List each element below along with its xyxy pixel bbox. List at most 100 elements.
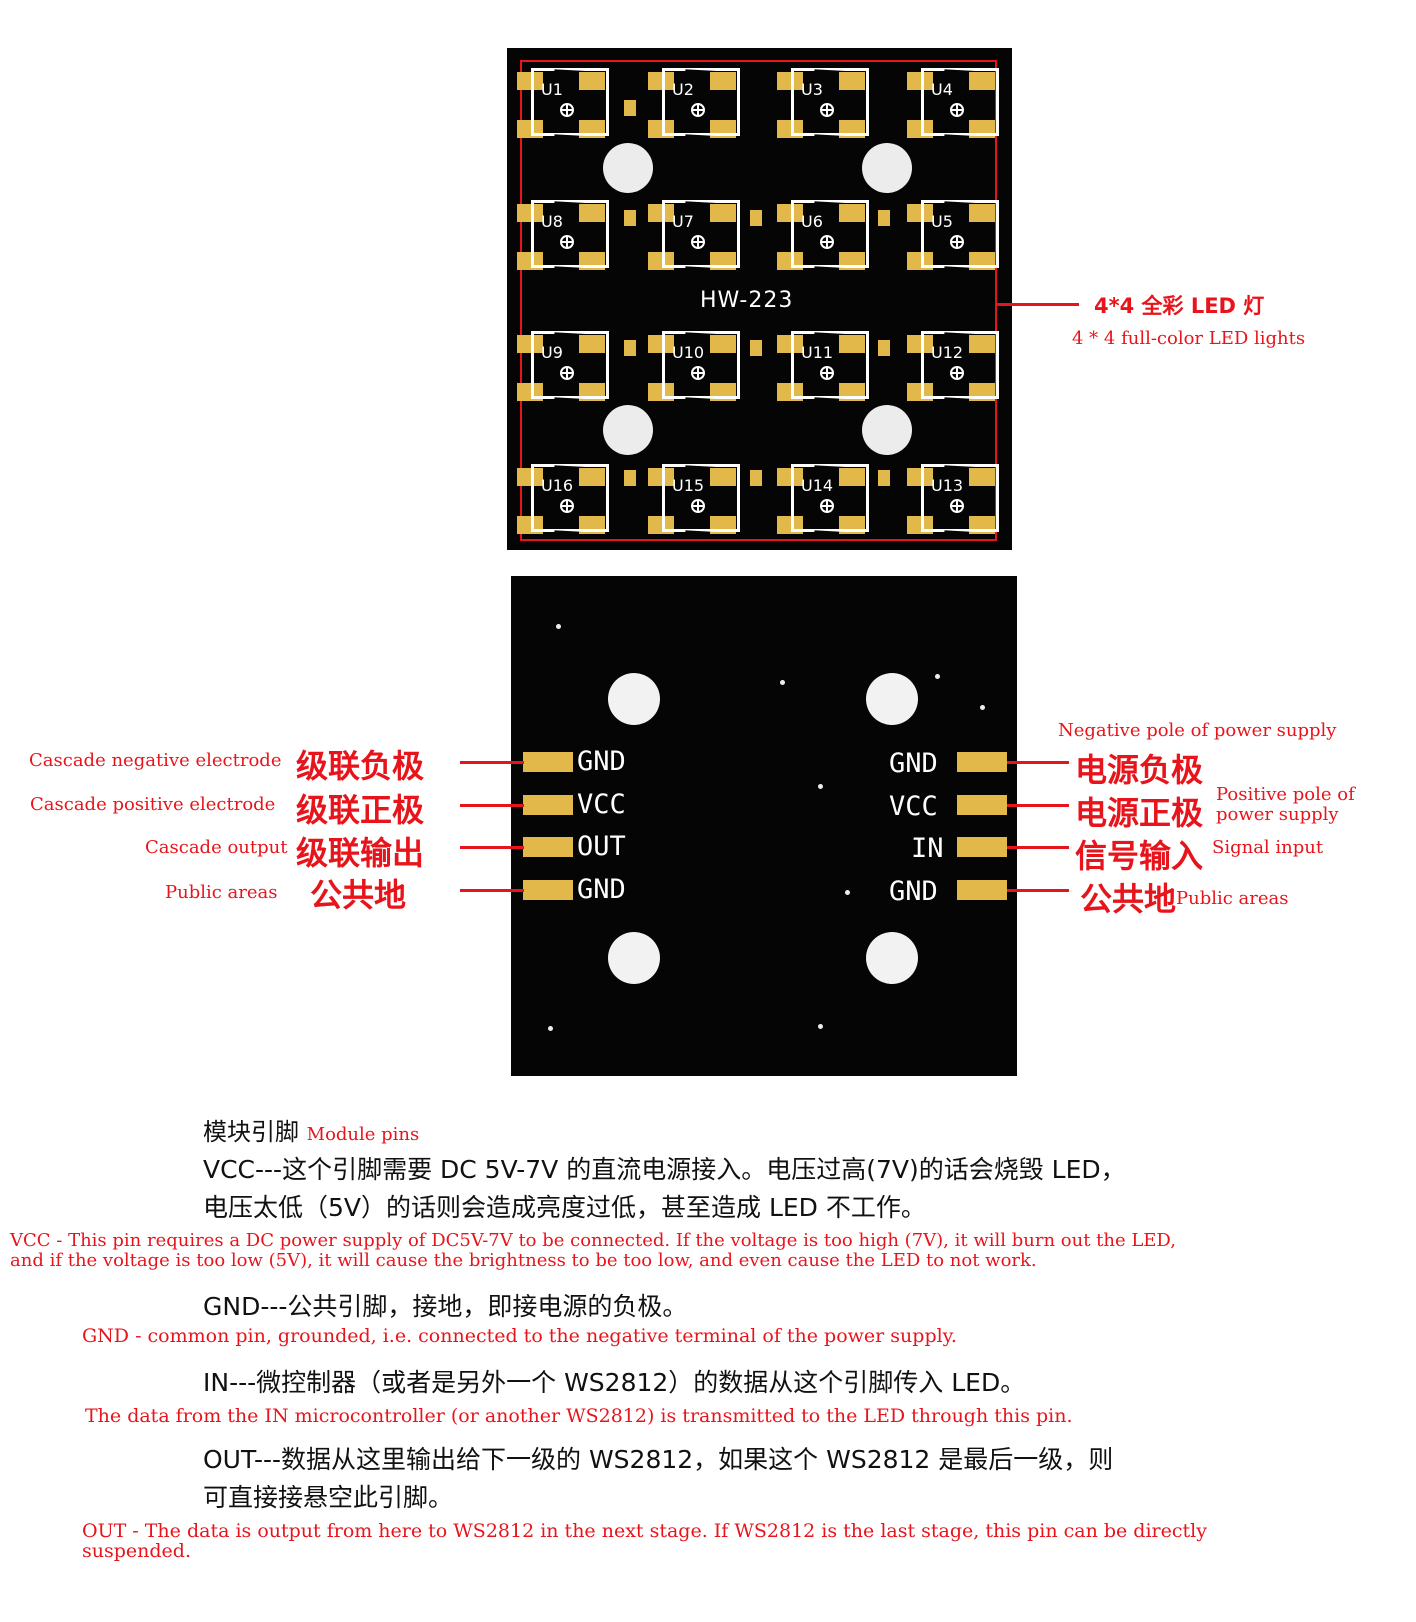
led-label: U16: [541, 476, 574, 495]
right-callout-cn: 电源正极: [1075, 794, 1204, 832]
vcc-desc-cn-line1: VCC---这个引脚需要 DC 5V-7V 的直流电源接入。电压过高(7V)的话…: [203, 1155, 1126, 1184]
capacitor-pad: [878, 470, 890, 486]
capacitor-pad: [624, 100, 636, 116]
led-footprint: [921, 464, 999, 532]
mounting-hole: [862, 405, 912, 455]
led-center-icon: [820, 366, 834, 380]
pin-pad: [957, 752, 1007, 772]
vcc-desc-cn-line2: 电压太低（5V）的话则会造成亮度过低，甚至造成 LED 不工作。: [203, 1193, 926, 1222]
out-desc-cn-line2: 可直接接悬空此引脚。: [203, 1483, 454, 1512]
mounting-hole: [603, 405, 653, 455]
left-callout-en: Cascade positive electrode: [30, 794, 276, 815]
led-footprint: [531, 68, 609, 136]
led-center-icon: [820, 103, 834, 117]
pin-label-left: GND: [577, 746, 626, 777]
left-callout-cn: 级联负极: [296, 747, 425, 785]
board-dot: [556, 624, 561, 629]
right-callout-line: [1007, 761, 1069, 764]
capacitor-pad: [624, 340, 636, 356]
led-center-icon: [691, 235, 705, 249]
bottom-board-image: [511, 576, 1017, 1076]
pin-label-right: IN: [911, 833, 944, 864]
mounting-hole: [866, 673, 918, 725]
led-label: U15: [672, 476, 705, 495]
pin-pad: [523, 837, 573, 857]
vcc-desc-en-line2: and if the voltage is too low (5V), it w…: [10, 1250, 1037, 1271]
capacitor-pad: [878, 210, 890, 226]
led-footprint: [531, 200, 609, 268]
capacitor-pad: [750, 470, 762, 486]
gnd-desc-cn: GND---公共引脚，接地，即接电源的负极。: [203, 1292, 688, 1321]
led-label: U6: [801, 212, 823, 231]
board-dot: [818, 784, 823, 789]
left-callout-cn: 公共地: [310, 876, 407, 914]
pin-pad: [523, 795, 573, 815]
led-center-icon: [560, 499, 574, 513]
right-callout-en: power supply: [1216, 804, 1339, 825]
led-footprint: [662, 200, 740, 268]
pin-pad: [957, 880, 1007, 900]
board-dot: [980, 705, 985, 710]
led-center-icon: [950, 499, 964, 513]
pin-pad: [957, 795, 1007, 815]
mounting-hole: [862, 143, 912, 193]
led-label: U13: [931, 476, 964, 495]
left-callout-line: [460, 889, 524, 892]
module-pins-heading: 模块引脚 Module pins: [203, 1112, 419, 1147]
led-center-icon: [820, 235, 834, 249]
left-callout-line: [460, 846, 524, 849]
led-label: U7: [672, 212, 694, 231]
right-callout-en: Negative pole of power supply: [1058, 720, 1337, 741]
mounting-hole: [608, 673, 660, 725]
mounting-hole: [603, 143, 653, 193]
led-footprint: [531, 464, 609, 532]
led-center-icon: [691, 103, 705, 117]
led-footprint: [662, 331, 740, 399]
led-label: U9: [541, 343, 563, 362]
out-desc-en-line1: OUT - The data is output from here to WS…: [82, 1520, 1207, 1542]
out-desc-en-line2: suspended.: [82, 1540, 191, 1562]
right-callout-line: [1007, 804, 1069, 807]
led-label: U2: [672, 80, 694, 99]
led-center-icon: [691, 499, 705, 513]
vcc-desc-en-line1: VCC - This pin requires a DC power suppl…: [10, 1230, 1176, 1251]
right-callout-en: Signal input: [1212, 837, 1324, 858]
right-callout-en: Positive pole of: [1216, 784, 1355, 805]
pin-pad: [523, 880, 573, 900]
capacitor-pad: [624, 210, 636, 226]
led-footprint: [921, 68, 999, 136]
pin-label-right: GND: [889, 876, 938, 907]
capacitor-pad: [878, 340, 890, 356]
led-footprint: [662, 464, 740, 532]
left-callout-cn: 级联正极: [296, 791, 425, 829]
board-dot: [818, 1024, 823, 1029]
gnd-desc-en: GND - common pin, grounded, i.e. connect…: [82, 1325, 957, 1347]
right-callout-line: [1007, 889, 1069, 892]
left-callout-en: Public areas: [165, 882, 278, 903]
left-callout-cn: 级联输出: [296, 834, 425, 872]
led-center-icon: [950, 235, 964, 249]
led-label: U12: [931, 343, 964, 362]
led-label: U14: [801, 476, 834, 495]
board-dot: [845, 890, 850, 895]
led-footprint: [791, 200, 869, 268]
pin-label-right: GND: [889, 748, 938, 779]
right-callout-en: Public areas: [1176, 888, 1289, 909]
led-footprint: [531, 331, 609, 399]
led-label: U3: [801, 80, 823, 99]
led-footprint: [662, 68, 740, 136]
left-callout-en: Cascade output: [145, 837, 288, 858]
pin-label-right: VCC: [889, 791, 938, 822]
out-desc-cn-line1: OUT---数据从这里输出给下一级的 WS2812，如果这个 WS2812 是最…: [203, 1445, 1114, 1474]
module-pins-cn: 模块引脚: [203, 1118, 299, 1146]
in-desc-en: The data from the IN microcontroller (or…: [85, 1405, 1073, 1427]
mounting-hole: [866, 932, 918, 984]
right-callout-cn: 公共地: [1080, 880, 1177, 918]
led-footprint: [791, 331, 869, 399]
led-label: U11: [801, 343, 834, 362]
led-callout-en: 4 * 4 full-color LED lights: [1072, 328, 1306, 349]
led-center-icon: [560, 235, 574, 249]
led-center-icon: [950, 103, 964, 117]
board-name: HW-223: [700, 288, 794, 313]
board-dot: [780, 680, 785, 685]
